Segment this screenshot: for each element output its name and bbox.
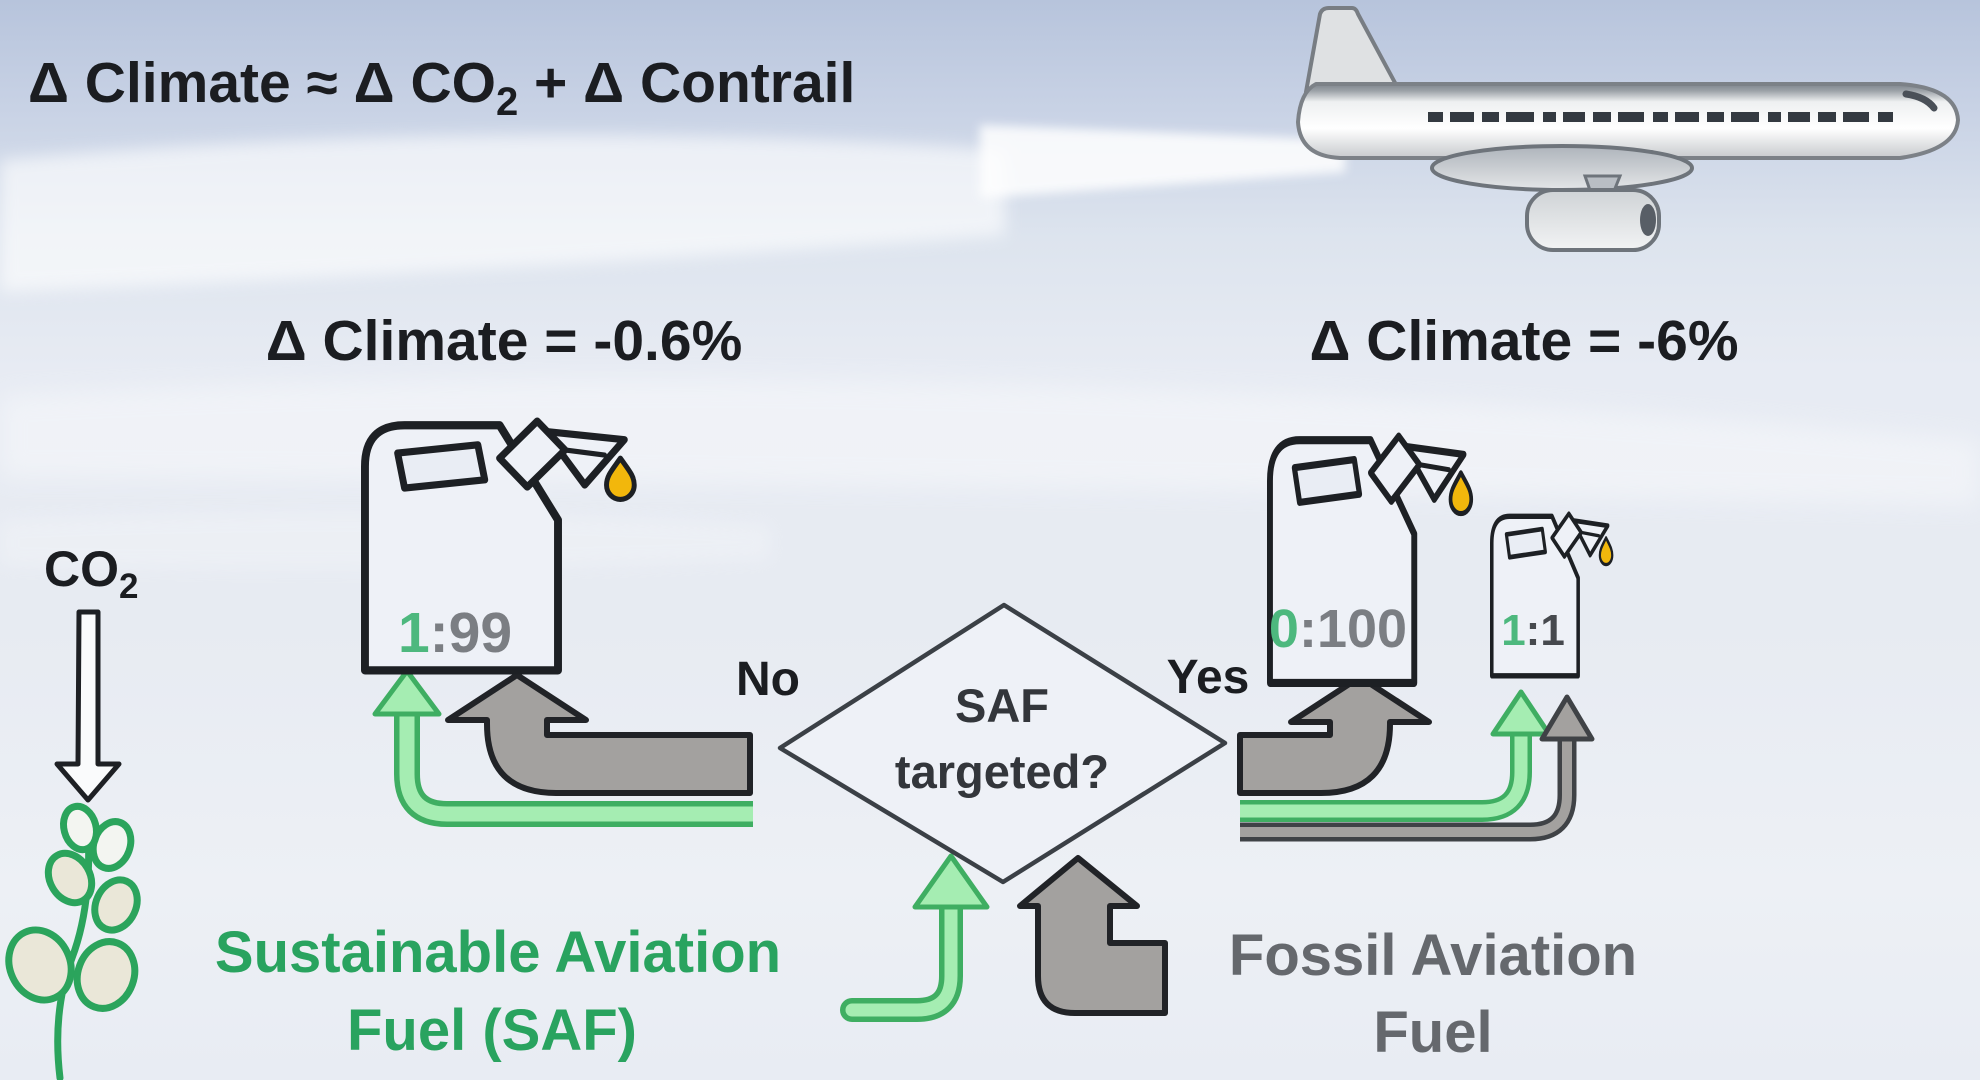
decision-diamond-shape: [777, 602, 1228, 885]
fossil-arrow-to-1-1-head: [1539, 694, 1595, 742]
seedling-leaf: [91, 876, 141, 934]
decision-question-line2: targeted?: [895, 745, 1109, 798]
contrail-streak-plane: [980, 125, 1345, 198]
decision-diamond: SAF targeted?: [777, 602, 1228, 885]
co2-label-part: CO: [44, 541, 119, 597]
fossil-source-line2: Fuel: [1373, 1000, 1492, 1065]
airplane-engine: [1525, 188, 1661, 252]
ratio-label-1-1: 1:1: [1501, 606, 1565, 655]
airplane: [1296, 6, 1960, 252]
ratio-1-99-fossil: :99: [430, 601, 512, 665]
ratio-0-100-saf: 0: [1269, 599, 1299, 659]
saf-arrow-to-1-99-fill: [399, 710, 753, 822]
co2-down-arrow: [54, 609, 122, 803]
saf-arrow-to-1-1: [1240, 689, 1552, 822]
co2-label: CO2: [44, 541, 138, 606]
climate-headline-no-branch: Δ Climate = -0.6%: [266, 309, 743, 373]
decision-question-line1: SAF: [955, 679, 1049, 732]
ratio-1-99-saf: 1: [398, 601, 430, 665]
formula-part1: Δ Climate ≈ Δ CO: [28, 51, 496, 115]
co2-label-sub: 2: [119, 567, 138, 606]
ratio-1-1-fossil: :1: [1526, 606, 1565, 655]
saf-source-line2: Fuel (SAF): [347, 998, 637, 1063]
fossil-source-label: Fossil Aviation Fuel: [1229, 923, 1637, 1065]
fossil-arrow-to-1-1-fill: [1240, 737, 1572, 837]
yes-branch-label: Yes: [1167, 651, 1250, 704]
seedling-leaf: [44, 849, 96, 907]
seedling-leaf: [5, 926, 75, 1004]
no-branch-label: No: [736, 653, 800, 706]
ratio-label-1-99: 1:99: [398, 601, 512, 665]
fossil-arrow-to-1-1: [1240, 694, 1595, 842]
seedling-leaf: [73, 938, 139, 1012]
saf-input-arrow: [840, 853, 990, 1022]
saf-arrow-to-1-1-head: [1490, 689, 1552, 737]
saf-arrow-to-1-1-fill: [1240, 732, 1528, 818]
seedling-leaf: [60, 802, 100, 854]
contrail-streak-upper: [0, 135, 1005, 292]
saf-input-arrow-fill: [845, 897, 958, 1017]
saf-arrow-to-1-99-head: [372, 668, 442, 717]
saf-arrow-to-1-99: [372, 668, 753, 827]
airplane-tail-fin: [1304, 6, 1402, 94]
ratio-label-0-100: 0:100: [1269, 599, 1407, 659]
formula-subscript: 2: [496, 80, 518, 124]
airplane-engine-inlet: [1640, 204, 1656, 236]
fossil-arrow-to-1-99: [445, 672, 753, 796]
fossil-input-arrow: [1017, 855, 1168, 1016]
saf-input-arrow-head: [912, 853, 990, 910]
airplane-wing: [1430, 144, 1694, 192]
saf-source-label: Sustainable Aviation Fuel (SAF): [215, 920, 781, 1063]
fossil-source-line1: Fossil Aviation: [1229, 923, 1637, 988]
ratio-0-100-fossil: :100: [1299, 599, 1407, 659]
formula-part2: + Δ Contrail: [518, 51, 855, 115]
saf-source-line1: Sustainable Aviation: [215, 920, 781, 985]
airplane-cockpit-window: [1902, 90, 1938, 112]
ratio-1-1-saf: 1: [1501, 606, 1525, 655]
formula-title: Δ Climate ≈ Δ CO2 + Δ Contrail: [28, 51, 855, 124]
climate-headline-yes-branch: Δ Climate = -6%: [1309, 309, 1738, 373]
seedling-icon: [5, 802, 141, 1080]
